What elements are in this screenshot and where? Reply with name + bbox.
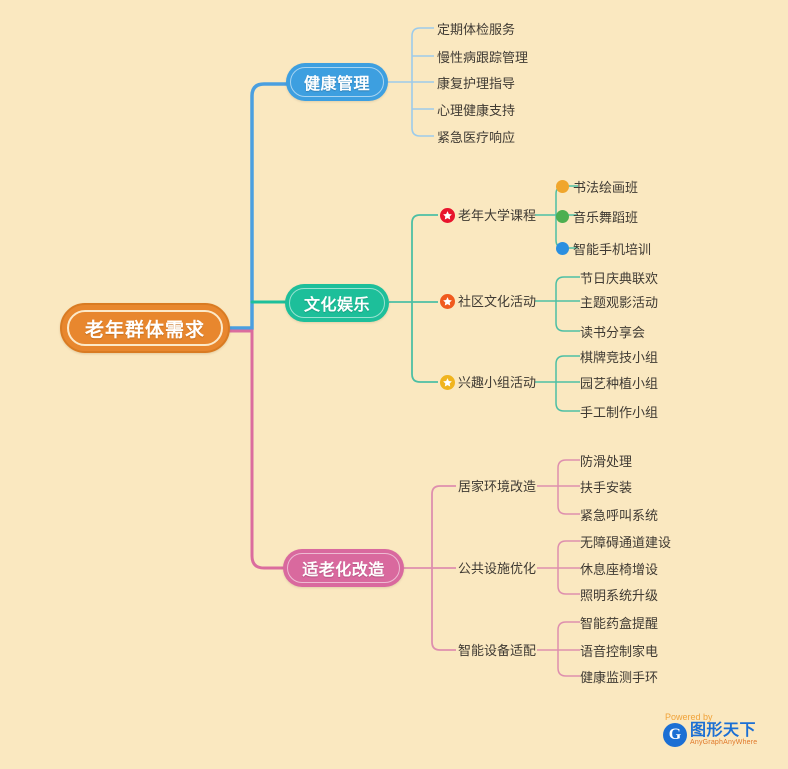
sub-node-home-environment[interactable]: 居家环境改造 xyxy=(458,476,536,496)
bullet-dot-icon xyxy=(556,209,569,223)
branch-node-aging-retrofit[interactable]: 适老化改造 xyxy=(283,549,404,587)
leaf-label: 紧急医疗响应 xyxy=(437,129,516,145)
leaf-item[interactable]: 心理健康支持 xyxy=(437,100,515,118)
leaf-item[interactable]: 智能药盒提醒 xyxy=(580,613,658,631)
leaf-item[interactable]: 康复护理指导 xyxy=(437,73,515,91)
leaf-item[interactable]: 健康监测手环 xyxy=(580,667,658,685)
leaf-label: 防滑处理 xyxy=(580,453,633,469)
leaf-item[interactable]: 节日庆典联欢 xyxy=(580,268,658,286)
watermark-powered-by: Powered by xyxy=(665,712,713,722)
leaf-item[interactable]: 手工制作小组 xyxy=(580,402,658,420)
leaf-label: 智能手机培训 xyxy=(573,241,652,257)
root-label: 老年群体需求 xyxy=(84,319,205,341)
leaf-label: 健康监测手环 xyxy=(580,669,659,685)
leaf-label: 慢性病跟踪管理 xyxy=(437,49,529,65)
sub-node-public-facilities[interactable]: 公共设施优化 xyxy=(458,558,536,578)
leaf-item[interactable]: 主题观影活动 xyxy=(580,292,658,310)
leaf-item[interactable]: 定期体检服务 xyxy=(437,19,515,37)
root-node[interactable]: 老年群体需求 xyxy=(60,303,230,353)
leaf-item[interactable]: 棋牌竞技小组 xyxy=(580,347,658,365)
leaf-item[interactable]: 休息座椅增设 xyxy=(580,559,658,577)
bullet-dot-icon xyxy=(556,241,569,255)
leaf-item[interactable]: 语音控制家电 xyxy=(580,641,658,659)
leaf-item[interactable]: 紧急医疗响应 xyxy=(437,127,515,145)
leaf-label: 心理健康支持 xyxy=(437,102,516,118)
watermark: Powered by G 图形天下 AnyGraphAnyWhere xyxy=(663,712,783,760)
leaf-item[interactable]: 慢性病跟踪管理 xyxy=(437,47,528,65)
sub-node-label: 兴趣小组活动 xyxy=(458,374,537,390)
watermark-brand-en: AnyGraphAnyWhere xyxy=(690,739,758,746)
leaf-item[interactable]: 智能手机培训 xyxy=(556,239,651,257)
leaf-label: 紧急呼叫系统 xyxy=(580,507,659,523)
branch-node-culture[interactable]: 文化娱乐 xyxy=(285,284,389,322)
leaf-item[interactable]: 读书分享会 xyxy=(580,322,645,340)
bullet-dot-icon xyxy=(556,179,569,193)
sub-node-label: 居家环境改造 xyxy=(458,478,537,494)
leaf-item[interactable]: 防滑处理 xyxy=(580,451,632,469)
leaf-label: 扶手安装 xyxy=(580,479,633,495)
leaf-label: 智能药盒提醒 xyxy=(580,615,659,631)
sub-node-label: 社区文化活动 xyxy=(458,293,537,309)
leaf-label: 主题观影活动 xyxy=(580,294,659,310)
branch-label: 文化娱乐 xyxy=(303,297,370,314)
leaf-label: 语音控制家电 xyxy=(580,643,659,659)
leaf-label: 棋牌竞技小组 xyxy=(580,349,659,365)
leaf-label: 园艺种植小组 xyxy=(580,375,659,391)
leaf-label: 休息座椅增设 xyxy=(580,561,659,577)
leaf-label: 康复护理指导 xyxy=(437,75,516,91)
graph-logo-icon: G xyxy=(663,723,687,747)
branch-label: 健康管理 xyxy=(303,76,370,93)
sub-node-smart-devices[interactable]: 智能设备适配 xyxy=(458,640,536,660)
leaf-label: 定期体检服务 xyxy=(437,21,516,37)
watermark-brand: G 图形天下 AnyGraphAnyWhere xyxy=(663,723,783,747)
leaf-item[interactable]: 扶手安装 xyxy=(580,477,632,495)
sub-node-label: 智能设备适配 xyxy=(458,642,537,658)
sub-node-interest-groups[interactable]: 兴趣小组活动 xyxy=(440,372,536,392)
watermark-text-block: 图形天下 AnyGraphAnyWhere xyxy=(690,723,757,747)
watermark-brand-cn: 图形天下 xyxy=(690,722,757,739)
leaf-item[interactable]: 园艺种植小组 xyxy=(580,373,658,391)
leaf-label: 手工制作小组 xyxy=(580,404,659,420)
leaf-item[interactable]: 无障碍通道建设 xyxy=(580,532,671,550)
branch-node-health[interactable]: 健康管理 xyxy=(286,63,388,101)
leaf-label: 音乐舞蹈班 xyxy=(573,209,639,225)
leaf-label: 书法绘画班 xyxy=(573,179,639,195)
leaf-label: 照明系统升级 xyxy=(580,587,659,603)
leaf-label: 无障碍通道建设 xyxy=(580,534,672,550)
sub-node-senior-university[interactable]: 老年大学课程 xyxy=(440,205,536,225)
star-badge-icon xyxy=(440,207,455,223)
sub-node-label: 老年大学课程 xyxy=(458,207,537,223)
leaf-item[interactable]: 照明系统升级 xyxy=(580,585,658,603)
leaf-label: 节日庆典联欢 xyxy=(580,270,659,286)
star-badge-icon xyxy=(440,293,455,309)
star-badge-icon xyxy=(440,374,455,390)
leaf-item[interactable]: 书法绘画班 xyxy=(556,177,638,195)
branch-label: 适老化改造 xyxy=(302,562,385,579)
leaf-label: 读书分享会 xyxy=(580,324,646,340)
sub-node-label: 公共设施优化 xyxy=(458,560,537,576)
leaf-item[interactable]: 音乐舞蹈班 xyxy=(556,207,638,225)
leaf-item[interactable]: 紧急呼叫系统 xyxy=(580,505,658,523)
sub-node-community-culture[interactable]: 社区文化活动 xyxy=(440,291,536,311)
